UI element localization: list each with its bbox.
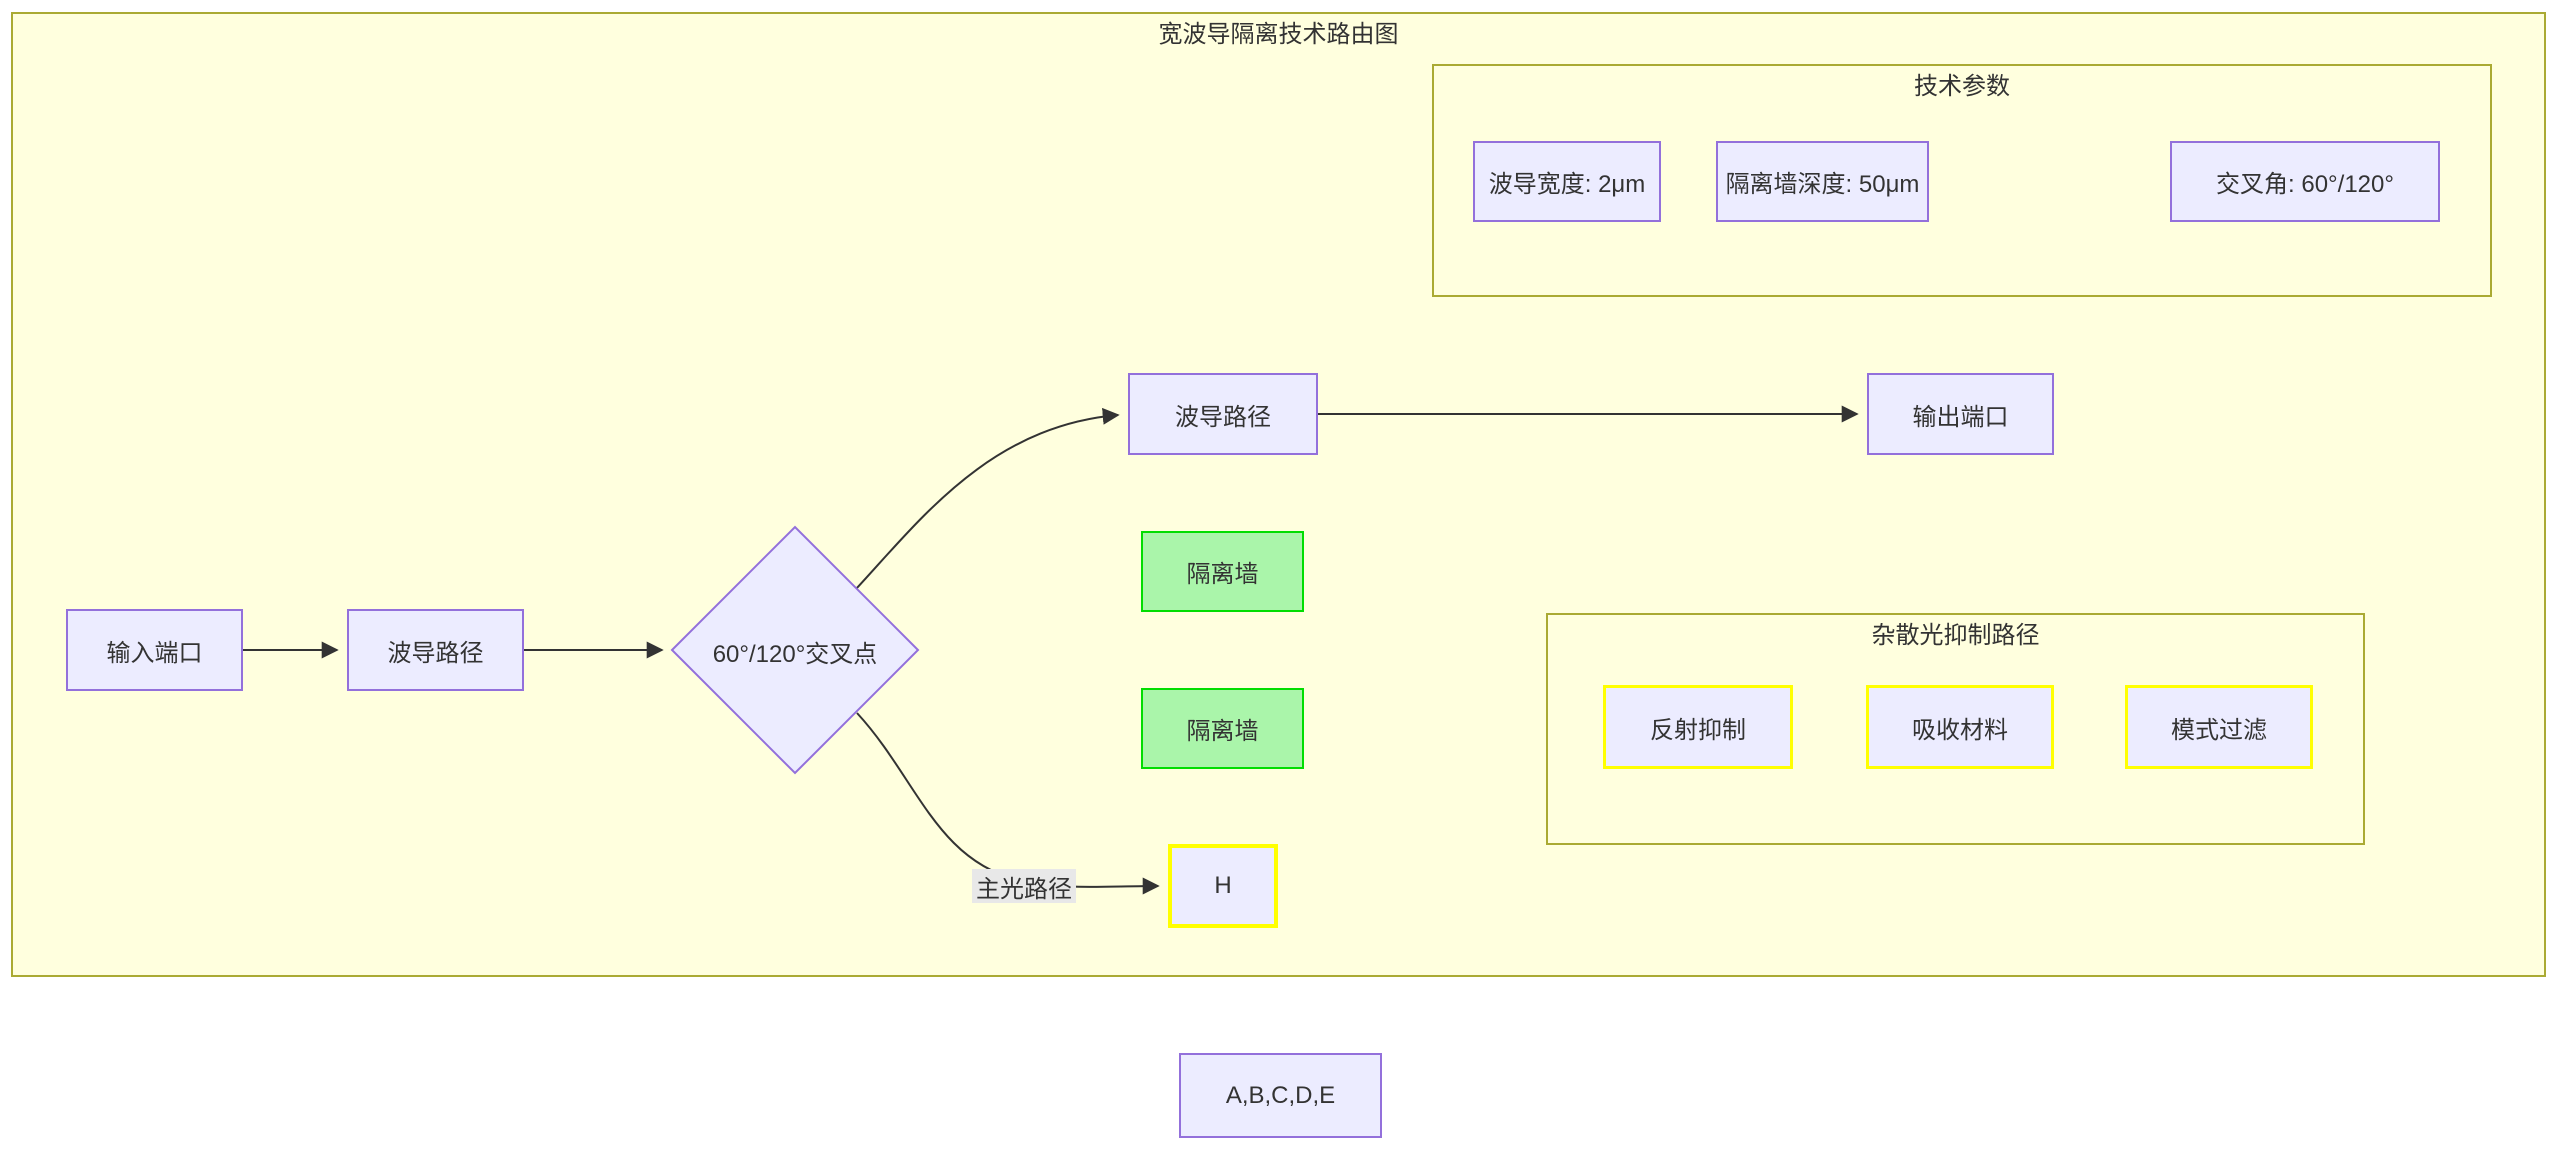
node-absorbing-material: 吸收材料 <box>1866 685 2054 769</box>
node-isolation-wall-2: 隔离墙 <box>1141 688 1304 769</box>
node-waveguide-path-1: 波导路径 <box>347 609 524 691</box>
edge-label-main-light-path: 主光路径 <box>972 869 1076 903</box>
node-reflection-suppression: 反射抑制 <box>1603 685 1793 769</box>
node-isolation-wall-depth: 隔离墙深度: 50μm <box>1716 141 1929 222</box>
node-waveguide-width: 波导宽度: 2μm <box>1473 141 1661 222</box>
node-input-port: 输入端口 <box>66 609 243 691</box>
node-isolation-wall-1: 隔离墙 <box>1141 531 1304 612</box>
node-waveguide-path-2: 波导路径 <box>1128 373 1318 455</box>
node-legend: A,B,C,D,E <box>1179 1053 1382 1138</box>
tech-params-title: 技术参数 <box>1914 73 2010 100</box>
cross-point-label: 60°/120°交叉点 <box>712 641 878 668</box>
node-cross-angle: 交叉角: 60°/120° <box>2170 141 2440 222</box>
stray-light-title: 杂散光抑制路径 <box>1871 622 2040 649</box>
node-output-port: 输出端口 <box>1867 373 2054 455</box>
node-mode-filter: 模式过滤 <box>2125 685 2313 769</box>
node-h: H <box>1168 844 1278 928</box>
diagram-title: 宽波导隔离技术路由图 <box>1158 21 1399 48</box>
